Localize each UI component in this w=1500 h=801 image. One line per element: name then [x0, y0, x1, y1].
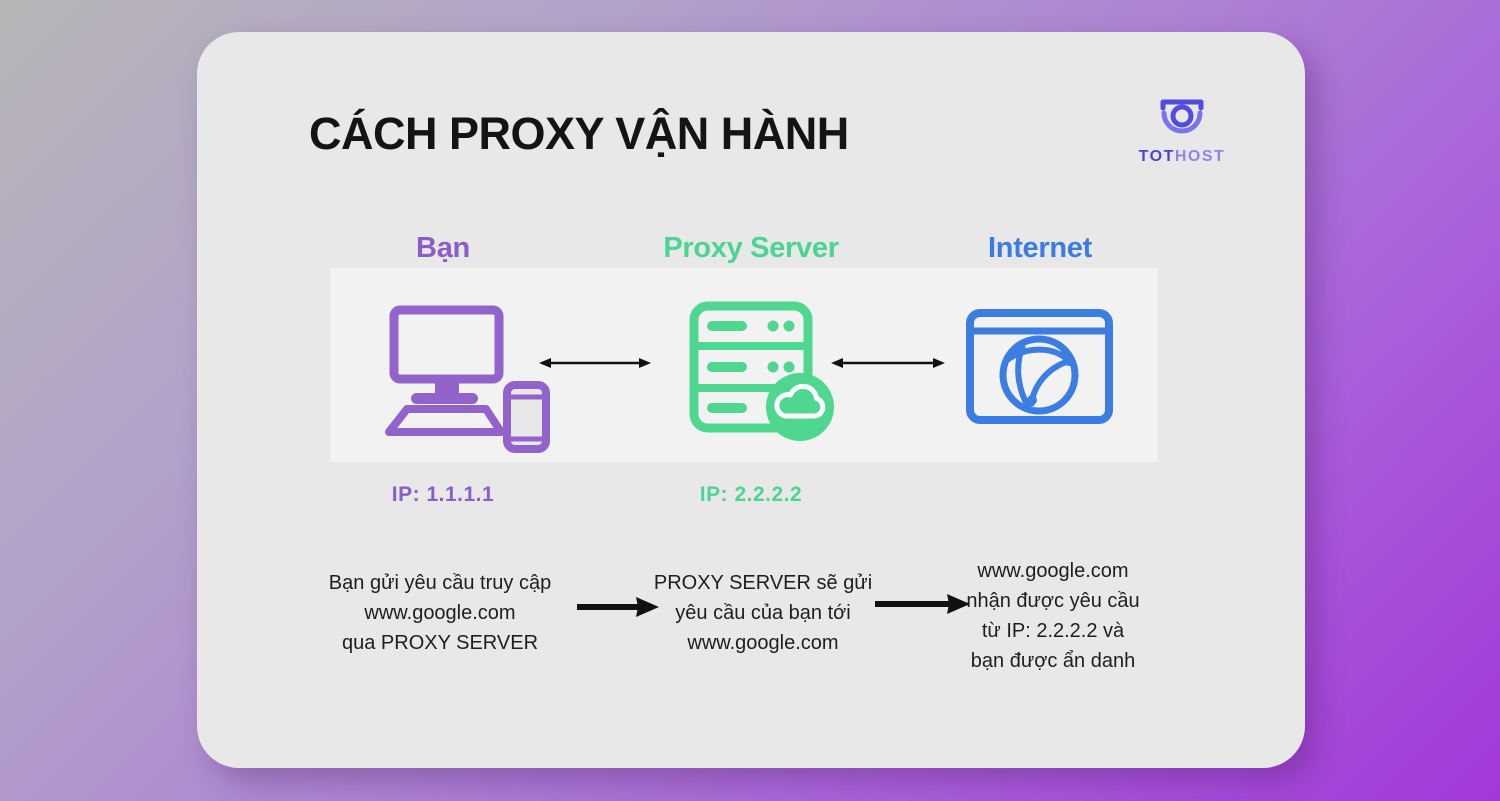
- step-3-line-2: nhận được yêu cầu: [966, 590, 1140, 612]
- wordmark-primary: TOT: [1138, 148, 1175, 165]
- step-3-line-4: bạn được ẩn danh: [970, 650, 1136, 672]
- step-text-3: www.google.com nhận được yêu cầu từ IP: …: [966, 556, 1139, 676]
- double-arrow-proxy-internet: [830, 355, 946, 376]
- browser-globe-icon: [965, 308, 1114, 431]
- flow-arrow-step1-step2: [575, 596, 659, 623]
- double-arrow-you-proxy: [538, 355, 652, 376]
- step-1-line-2: www.google.com: [364, 602, 516, 624]
- server-stack-cloud-icon: [686, 300, 841, 447]
- step-3-line-1: www.google.com: [977, 560, 1129, 582]
- node-label-you: Bạn: [416, 232, 470, 264]
- step-2-line-2: yêu cầu của bạn tới: [675, 602, 851, 624]
- step-text-2: PROXY SERVER sẽ gửi yêu cầu của bạn tới …: [654, 568, 872, 658]
- step-3-line-3: từ IP: 2.2.2.2 và: [981, 620, 1125, 642]
- ip-label-you: IP: 1.1.1.1: [391, 483, 495, 506]
- flow-arrow-step2-step3: [873, 593, 970, 620]
- tothost-wordmark: TOTHOST: [1122, 148, 1242, 166]
- step-1-line-3: qua PROXY SERVER: [341, 632, 539, 654]
- page-title: CÁCH PROXY VẬN HÀNH: [309, 108, 849, 159]
- node-label-proxy-server: Proxy Server: [663, 232, 839, 264]
- step-2-line-3: www.google.com: [687, 632, 839, 654]
- step-text-1: Bạn gửi yêu cầu truy cập www.google.com …: [329, 568, 551, 658]
- step-1-line-1: Bạn gửi yêu cầu truy cập: [328, 572, 552, 594]
- wordmark-secondary: HOST: [1174, 148, 1226, 165]
- tothost-logo: TOTHOST: [1122, 96, 1242, 166]
- infographic-card: CÁCH PROXY VẬN HÀNH TOTHOST Bạn Proxy Se…: [197, 32, 1305, 768]
- tothost-logo-icon: [1151, 99, 1213, 144]
- node-label-internet: Internet: [988, 232, 1092, 264]
- step-2-line-1: PROXY SERVER sẽ gửi: [653, 572, 873, 594]
- ip-label-proxy: IP: 2.2.2.2: [699, 483, 803, 506]
- desktop-and-phone-icon: [383, 298, 553, 461]
